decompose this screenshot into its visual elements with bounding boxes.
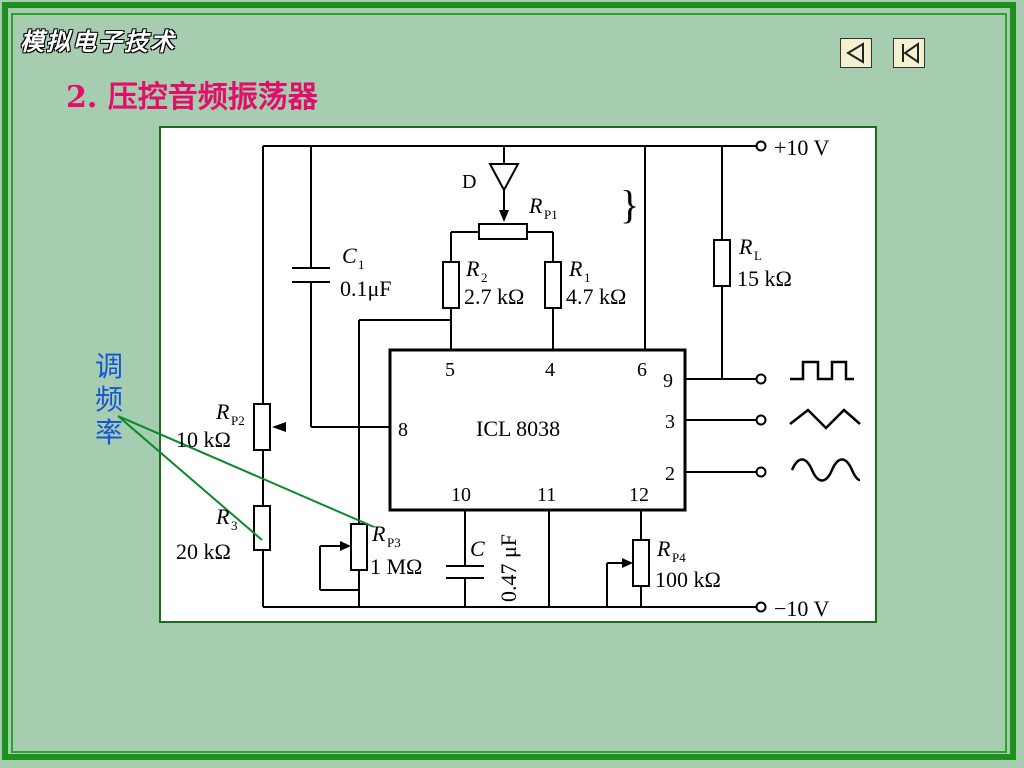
- inner-frame: [11, 13, 1007, 753]
- triangle-left-icon: [846, 42, 864, 64]
- prev-button[interactable]: [840, 38, 872, 68]
- pin-6: 6: [637, 359, 647, 381]
- sine-wave-icon: [790, 458, 861, 482]
- first-button[interactable]: [893, 38, 925, 68]
- pin-12: 12: [629, 484, 649, 506]
- rp3-sub: P3: [387, 535, 401, 550]
- supply-neg-label: −10 V: [774, 596, 830, 621]
- rp3-value: 1 MΩ: [370, 554, 422, 579]
- pin-10: 10: [451, 484, 471, 506]
- supply-pos-label: +10 V: [774, 135, 830, 160]
- r1-sub: 1: [584, 270, 591, 285]
- adjust-frequency-label: 调 频 率: [94, 350, 123, 449]
- c1-name: C: [342, 243, 357, 268]
- r2-sub: 2: [481, 270, 488, 285]
- rl-value: 15 kΩ: [737, 266, 792, 291]
- c1-sub: 1: [358, 257, 365, 272]
- r1-value: 4.7 kΩ: [566, 284, 626, 309]
- rp2-sub: P2: [231, 413, 245, 428]
- r3-value: 20 kΩ: [176, 539, 231, 564]
- pin-8: 8: [398, 419, 408, 441]
- pin-3: 3: [665, 411, 675, 433]
- rp2-value: 10 kΩ: [176, 427, 231, 452]
- rl-sub: L: [754, 248, 762, 263]
- pin-2: 2: [665, 463, 675, 485]
- pin-4: 4: [545, 359, 555, 381]
- pin-9: 9: [663, 370, 673, 392]
- diode-label: D: [462, 171, 476, 193]
- outer-frame: [2, 2, 1016, 760]
- triangle-wave-icon: [789, 408, 861, 430]
- rp2-name: R: [215, 399, 230, 424]
- page-title: 2. 压控音频振荡器: [66, 80, 318, 115]
- brand-logo-text: 模拟电子技术: [20, 28, 176, 56]
- r2-value: 2.7 kΩ: [464, 284, 524, 309]
- rp1-name: R: [528, 193, 543, 218]
- pin-11: 11: [537, 484, 556, 506]
- rp4-value: 100 kΩ: [655, 567, 721, 592]
- c-value: 0.47 μF: [496, 534, 521, 602]
- r2-name: R: [465, 256, 480, 281]
- c-name: C: [470, 536, 485, 561]
- brace-symbol: }: [620, 182, 639, 227]
- rl-name: R: [738, 234, 753, 259]
- pin-5: 5: [445, 359, 455, 381]
- rp4-name: R: [656, 536, 671, 561]
- rp1-sub: P1: [544, 207, 558, 222]
- r3-sub: 3: [231, 518, 238, 533]
- rp3-name: R: [371, 521, 386, 546]
- c1-value: 0.1μF: [340, 276, 392, 301]
- ic-name: ICL 8038: [476, 416, 560, 441]
- r1-name: R: [568, 256, 583, 281]
- square-wave-icon: [790, 360, 854, 381]
- rp4-sub: P4: [672, 550, 686, 565]
- r3-name: R: [215, 504, 230, 529]
- skip-to-start-icon: [902, 42, 919, 64]
